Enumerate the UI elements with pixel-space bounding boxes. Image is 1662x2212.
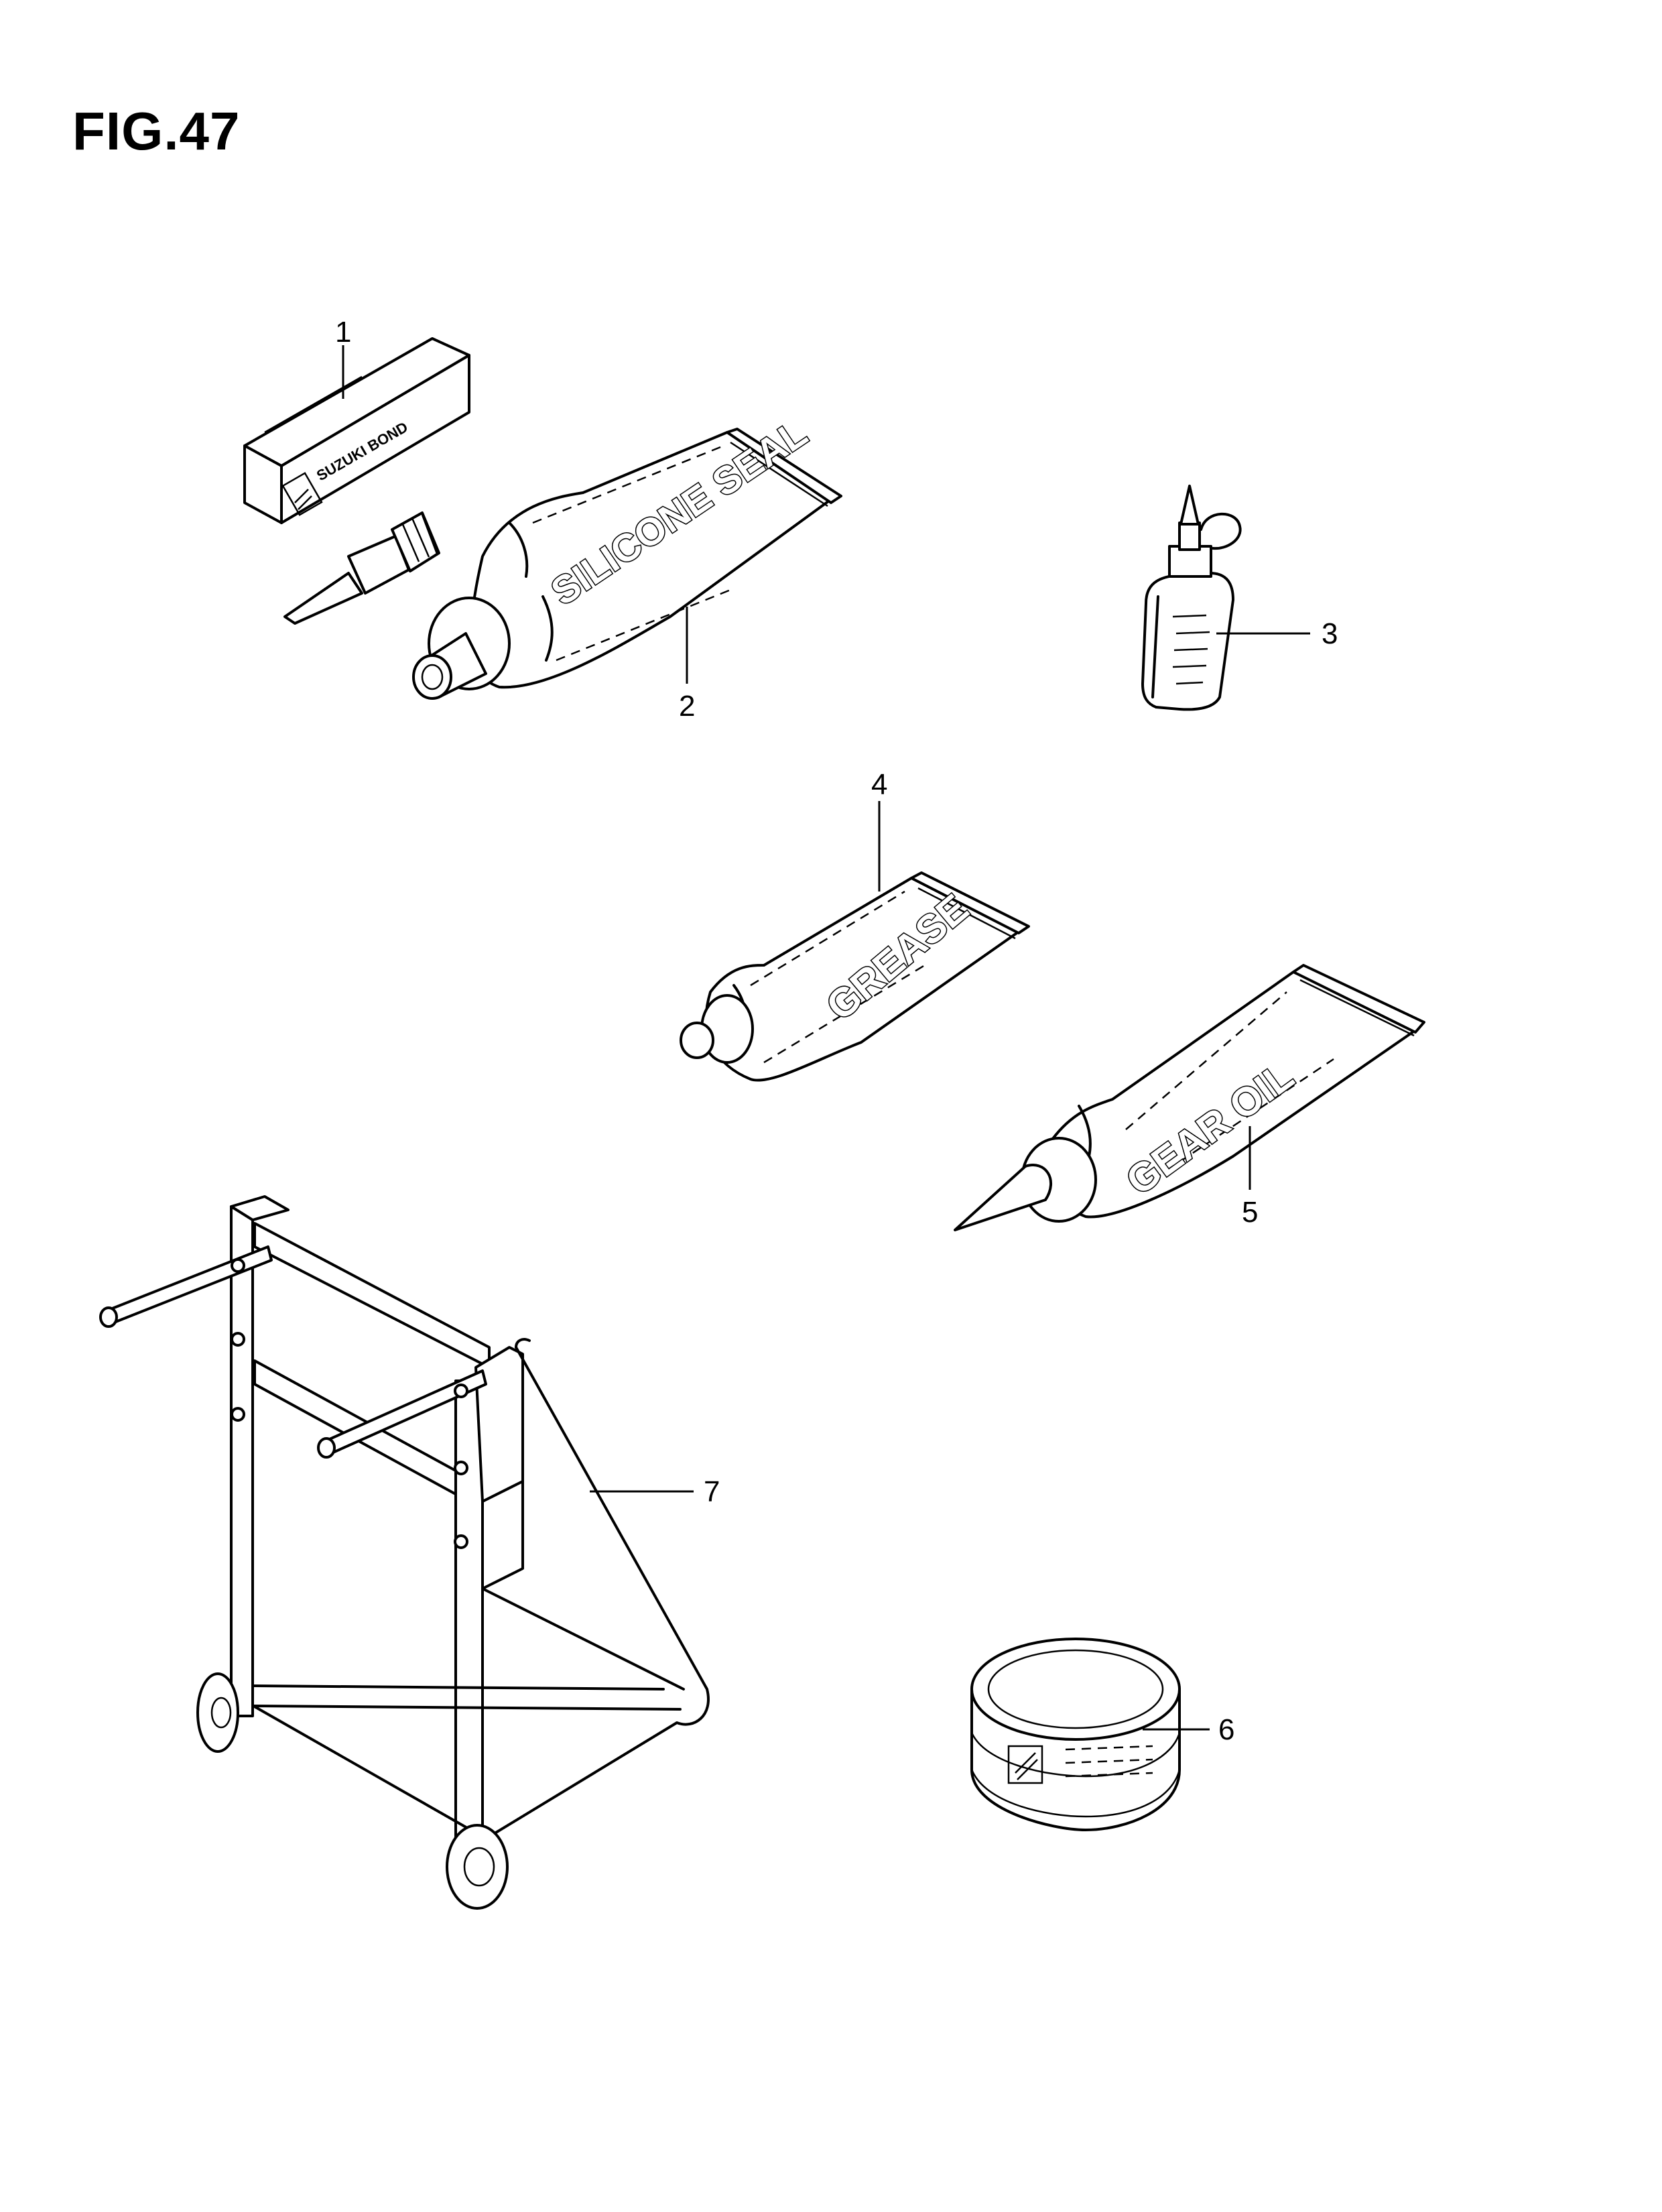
callout-number-3: 3 xyxy=(1322,617,1338,650)
part-1-bond-box: SUZUKI BOND xyxy=(243,337,470,524)
callout-6: 6 xyxy=(1143,1713,1234,1746)
part-7-engine-stand xyxy=(99,1195,710,1910)
part-5-gear-oil-tube: GEAR OIL xyxy=(954,964,1425,1231)
part-2-silicone-tube: SILICONE SEAL xyxy=(412,410,842,700)
callout-4: 4 xyxy=(871,768,887,892)
callout-2: 2 xyxy=(679,607,695,723)
callout-3: 3 xyxy=(1216,617,1338,650)
callout-1: 1 xyxy=(335,316,351,399)
callout-number-1: 1 xyxy=(335,316,351,349)
callout-number-6: 6 xyxy=(1218,1713,1234,1746)
part-1-nozzle xyxy=(283,511,440,625)
part-3-oil-bottle xyxy=(1141,485,1242,711)
figure-title: FIG.47 xyxy=(72,101,241,161)
part-4-grease-tube: GREASE xyxy=(680,871,1030,1082)
callout-number-5: 5 xyxy=(1242,1196,1258,1229)
part-6-grease-can xyxy=(970,1638,1181,1831)
callout-5: 5 xyxy=(1242,1126,1258,1229)
callout-number-7: 7 xyxy=(704,1475,720,1508)
callout-7: 7 xyxy=(590,1475,720,1508)
callout-number-2: 2 xyxy=(679,690,695,723)
callout-number-4: 4 xyxy=(871,768,887,801)
